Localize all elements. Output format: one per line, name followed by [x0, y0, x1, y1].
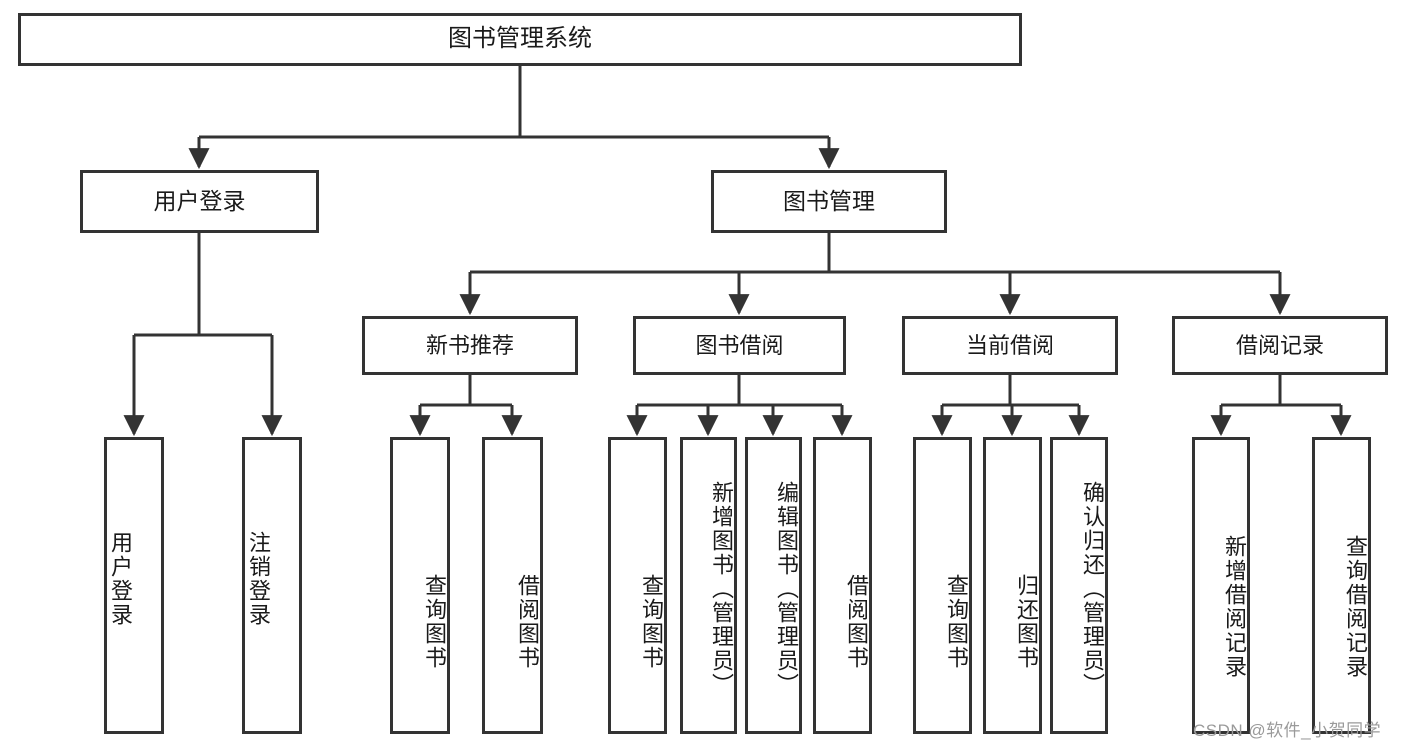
leaf-add-book[interactable]: 新增图书（管理员）: [680, 437, 737, 734]
leaf-add-record[interactable]: 新增借阅记录: [1192, 437, 1250, 734]
leaf-borrow-book-2[interactable]: 借阅图书: [813, 437, 872, 734]
leaf-query-book-2[interactable]: 查询图书: [608, 437, 667, 734]
leaf-query-book-3[interactable]: 查询图书: [913, 437, 972, 734]
node-new-book-recommend[interactable]: 新书推荐: [362, 316, 578, 375]
leaf-query-book-1[interactable]: 查询图书: [390, 437, 450, 734]
leaf-borrow-book-1[interactable]: 借阅图书: [482, 437, 543, 734]
node-book-manage[interactable]: 图书管理: [711, 170, 947, 233]
leaf-confirm-return[interactable]: 确认归还（管理员）: [1050, 437, 1108, 734]
node-current-borrow[interactable]: 当前借阅: [902, 316, 1118, 375]
leaf-user-login[interactable]: 用户登录: [104, 437, 164, 734]
node-borrow-record[interactable]: 借阅记录: [1172, 316, 1388, 375]
node-root-system[interactable]: 图书管理系统: [18, 13, 1022, 66]
leaf-logout[interactable]: 注销登录: [242, 437, 302, 734]
leaf-edit-book[interactable]: 编辑图书（管理员）: [745, 437, 802, 734]
leaf-query-record[interactable]: 查询借阅记录: [1312, 437, 1371, 734]
node-user-login[interactable]: 用户登录: [80, 170, 319, 233]
leaf-return-book[interactable]: 归还图书: [983, 437, 1042, 734]
node-book-borrow[interactable]: 图书借阅: [633, 316, 846, 375]
csdn-watermark: CSDN @软件_小贺同学: [1193, 721, 1382, 740]
